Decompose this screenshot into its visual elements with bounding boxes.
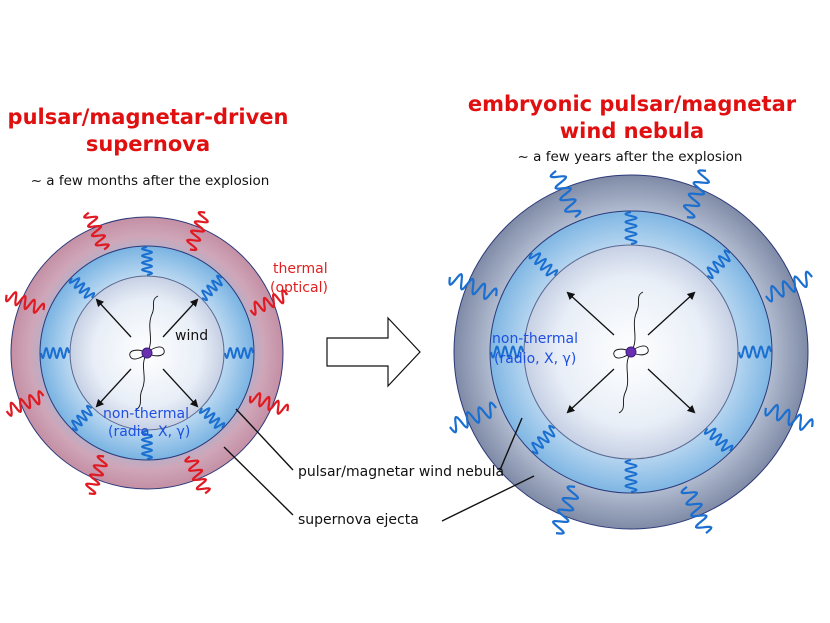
blue-wave-icon	[682, 169, 710, 219]
blue-wave-icon	[40, 347, 70, 359]
blue-wave-icon	[141, 430, 153, 460]
left-wave-group	[5, 211, 289, 495]
left-subtitle: ~ a few months after the explosion	[31, 173, 270, 189]
blue-wave-icon	[765, 270, 813, 303]
blue-wave-icon	[680, 486, 713, 534]
right-wave-group	[448, 169, 814, 535]
blue-wave-icon	[528, 252, 559, 277]
callout-lines	[223, 408, 535, 522]
blue-wave-icon	[703, 427, 734, 452]
right-nonthermal-line1: non-thermal	[492, 331, 578, 347]
blue-wave-icon	[706, 249, 731, 280]
right-wind-arrows	[566, 291, 696, 414]
red-wave-icon	[248, 392, 289, 415]
red-wave-icon	[5, 291, 46, 314]
red-wave-icon	[184, 455, 211, 495]
blue-wave-icon	[448, 273, 498, 301]
left-title-line2: supernova	[86, 132, 210, 156]
blue-wave-icon	[490, 345, 524, 359]
red-wave-icon	[83, 211, 110, 251]
pwn-callout-label: pulsar/magnetar wind nebula	[298, 464, 504, 480]
ejecta-callout-label: supernova ejecta	[298, 512, 419, 528]
blue-wave-icon	[198, 407, 226, 429]
right-nebula-diagram: non-thermal (radio, X, γ)	[448, 169, 814, 535]
blue-wave-icon	[549, 170, 582, 218]
blue-wave-icon	[71, 404, 93, 432]
blue-wave-icon	[141, 246, 153, 276]
red-wave-icon	[186, 211, 209, 252]
thermal-label-line1: thermal	[273, 261, 328, 277]
blue-wave-icon	[738, 345, 772, 359]
red-wave-icon	[249, 289, 289, 316]
right-arrow-icon	[326, 316, 421, 388]
blue-wave-icon	[224, 347, 254, 359]
blue-wave-icon	[624, 211, 638, 245]
blue-wave-icon	[68, 277, 96, 299]
blue-wave-icon	[764, 403, 814, 431]
right-title-line1: embryonic pulsar/magnetar	[468, 92, 797, 116]
blue-wave-icon	[201, 274, 223, 302]
blue-wave-icon	[531, 424, 556, 455]
right-nonthermal-line2: (radio, X, γ)	[494, 351, 576, 367]
left-nonthermal-line2: (radio, X, γ)	[108, 424, 190, 440]
right-title-line2: wind nebula	[560, 119, 704, 143]
left-nonthermal-line1: non-thermal	[103, 406, 189, 422]
blue-wave-icon	[449, 401, 497, 434]
blue-wave-icon	[624, 459, 638, 493]
thermal-label-line2: (optical)	[270, 280, 328, 296]
blue-wave-icon	[552, 485, 580, 535]
left-pulsar-icon	[129, 295, 165, 411]
right-pulsar-icon	[613, 291, 649, 414]
right-subtitle: ~ a few years after the explosion	[518, 149, 743, 165]
red-wave-icon	[85, 454, 108, 495]
left-title-line1: pulsar/magnetar-driven	[8, 105, 289, 129]
red-wave-icon	[5, 390, 45, 417]
left-supernova-diagram: wind non-thermal (radio, X, γ)	[5, 211, 289, 495]
left-wind-label: wind	[175, 328, 208, 344]
left-wind-arrows	[95, 298, 199, 408]
